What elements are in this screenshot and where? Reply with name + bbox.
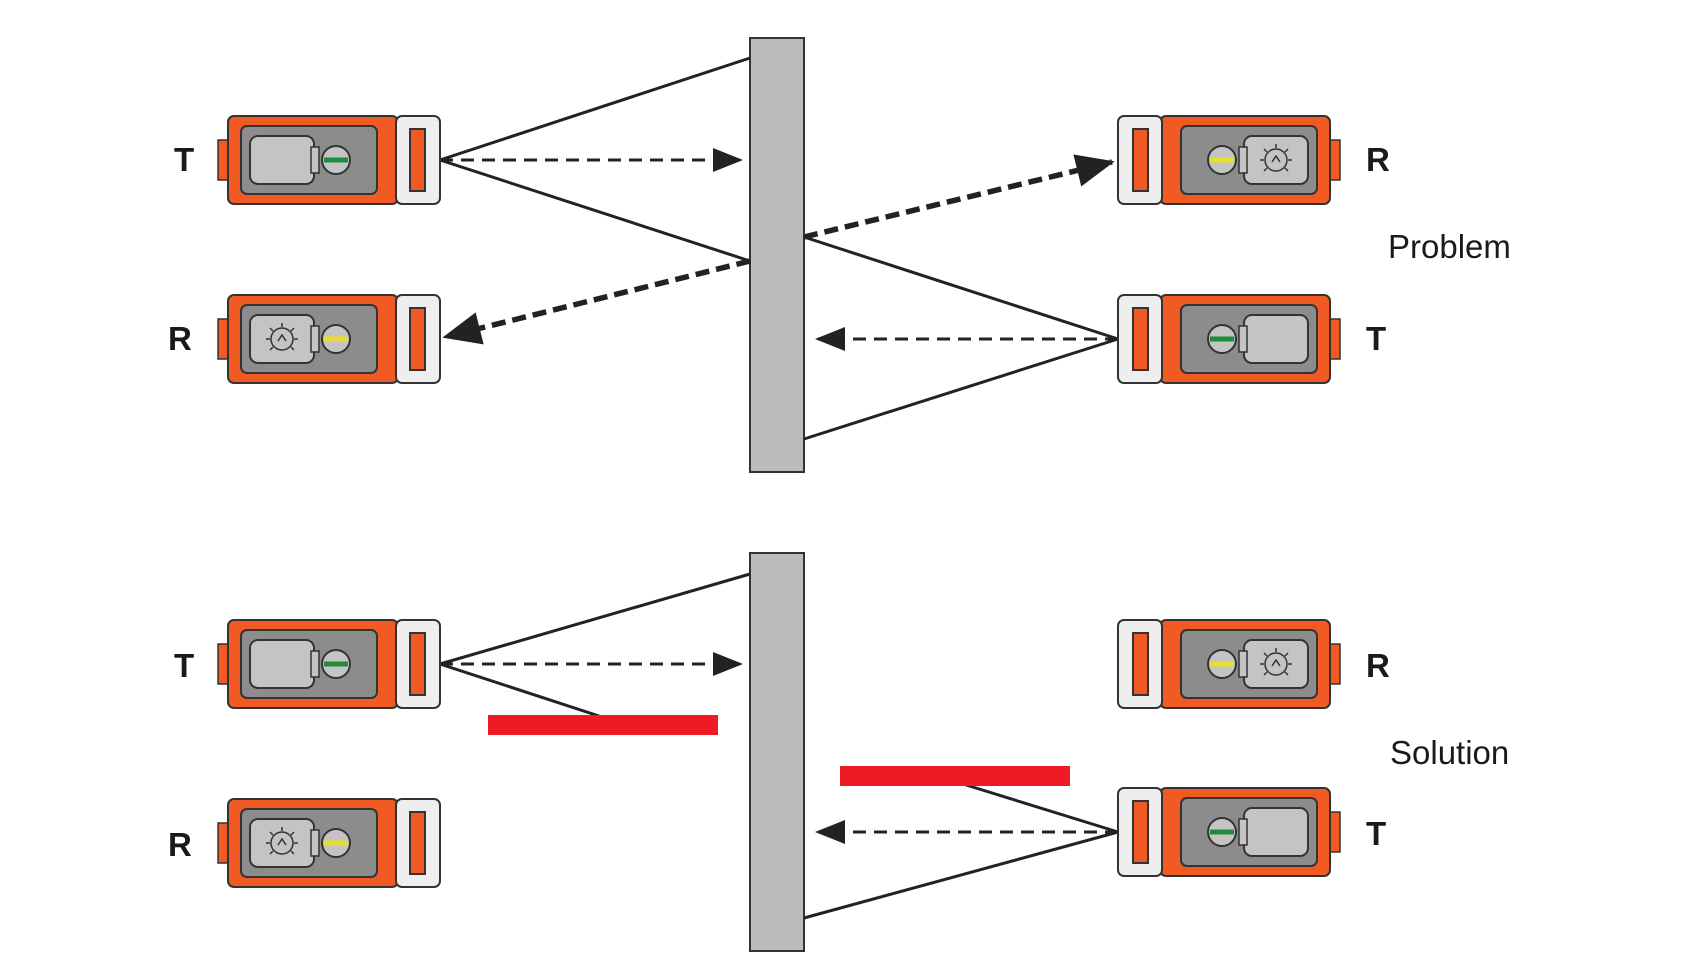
crosstalk-reflection-arrow [803,154,1115,240]
receiver-eye-icon [266,827,298,855]
beam-edge [439,662,603,719]
crosstalk-reflection-arrow [442,258,751,345]
receiver-eye-icon [266,323,298,351]
sensor-label: T [1366,320,1386,357]
sensor-transmitter-left [217,619,441,709]
beam-edge [803,235,1119,341]
sensor-label: R [168,320,192,357]
section-title: Problem [1388,228,1511,265]
beam-edge [439,572,751,666]
shield-barrier [840,766,1070,786]
problem-section: T R R T Problem [168,37,1511,473]
receiver-eye-icon [1260,144,1292,172]
beam-edge [439,158,751,263]
beam-edge [949,778,1119,834]
sensor-label: T [174,647,194,684]
sensor-transmitter-right [1117,294,1341,384]
sensor-transmitter-right [1117,787,1341,877]
sensor-label: R [168,826,192,863]
beam-edge [803,337,1119,441]
sensor-receiver-right [1117,115,1341,205]
reflector-surface [749,552,805,952]
receiver-eye-icon [1260,648,1292,676]
sensor-transmitter-left [217,115,441,205]
beam-edge [439,56,751,162]
sensor-label: T [1366,815,1386,852]
reflector-surface [749,37,805,473]
sensor-receiver-left [217,798,441,888]
section-title: Solution [1390,734,1509,771]
sensor-label: T [174,141,194,178]
sensor-receiver-left [217,294,441,384]
solution-section: T R R T Solution [168,552,1509,952]
sensor-label: R [1366,647,1390,684]
shield-barrier [488,715,718,735]
beam-edge [803,830,1119,920]
sensor-receiver-right [1117,619,1341,709]
sensor-label: R [1366,141,1390,178]
